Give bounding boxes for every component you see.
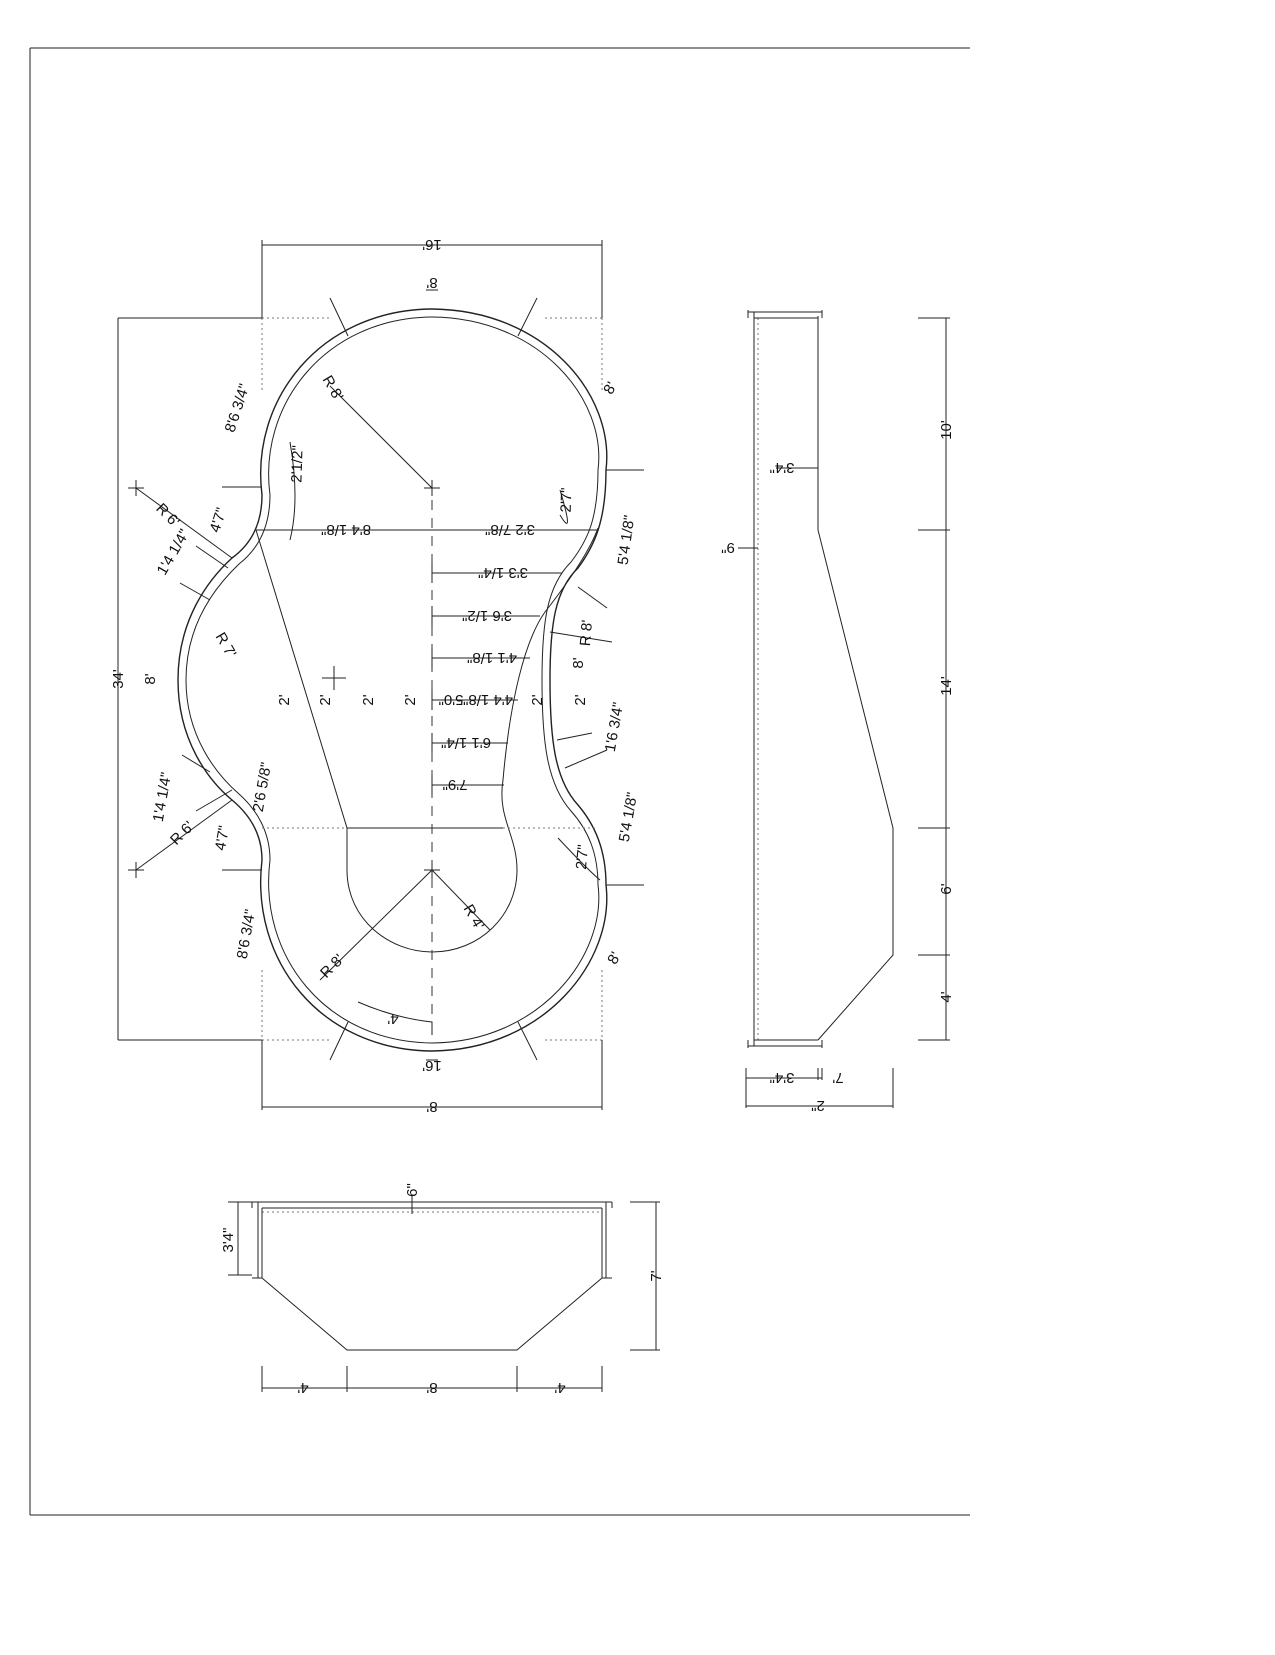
label-arc-5-4-1-8-top: 5'4 1/8": [615, 514, 639, 566]
label-radius-8-bot: R 8': [317, 951, 348, 982]
label-spacing-e: 2': [529, 694, 546, 705]
label-dim-3-2-7-8: 3'2 7/8": [485, 521, 535, 538]
label-end-bot-4-left: 4': [297, 1379, 308, 1396]
label-arc-1-4-1-4-bot: 1'4 1/4": [150, 771, 175, 823]
end-section: 6" 3'4" 7' 4' 8' 4': [220, 1183, 665, 1396]
label-side-bottom-2: 2": [811, 1097, 825, 1114]
label-end-bot-8: 8': [426, 1379, 437, 1396]
label-side-seg-6: 6': [938, 883, 955, 894]
interior-dims: [256, 441, 601, 1035]
end-section-outline: [251, 1201, 613, 1351]
label-bottom-width: 8': [426, 1098, 437, 1115]
label-arc-4-7-bot: 4'7": [212, 824, 233, 851]
label-radius-4: R 4': [460, 902, 488, 933]
label-side-seg-10: 10': [938, 420, 955, 440]
label-spacing-a: 2': [276, 694, 293, 705]
label-radius-top: R 8': [319, 373, 347, 404]
label-arc-2-1-2: 2'1/2": [288, 445, 306, 483]
label-side-bottom-3-4: 3'4": [770, 1069, 795, 1086]
label-top-end: 8': [426, 274, 437, 291]
label-spacing-c: 2': [360, 694, 377, 705]
sheet-border: [29, 47, 970, 1516]
label-dim-4-4-1-8: 4'4 1/8": [463, 691, 513, 708]
label-top-right-8: 8': [600, 379, 620, 397]
side-section: 3'4" 9" 10' 14' 6' 4' 3'4" 7' 2": [721, 310, 955, 1114]
label-dim-6-1-1-4: 6'1 1/4": [441, 734, 491, 751]
label-arc-1-6-3-4: 1'6 3/4": [602, 701, 627, 753]
label-arc-2-6-5-8: 2'6 5/8": [250, 761, 275, 813]
label-side-seg-14: 14': [938, 676, 955, 696]
label-arc-top-left: 8'6 3/4": [222, 382, 254, 435]
plan-view: 16' 8' 8' 34' R 8' 8'6 3/4" 2'1/2" 4'7" …: [110, 236, 644, 1115]
label-angle-4: 4': [387, 1010, 398, 1027]
label-left-mid-8: 8': [142, 673, 159, 684]
label-top-width: 16': [422, 236, 442, 253]
pool-outline-outer: [177, 308, 608, 1052]
label-right-mid-8: 8': [570, 657, 587, 668]
label-end-left-3-4: 3'4": [220, 1228, 237, 1253]
extension-lines: [261, 317, 603, 1041]
panel-joints: [179, 297, 644, 1061]
pool-outline-inner: [185, 316, 600, 1044]
label-spacing-f: 2': [572, 694, 589, 705]
radius-lines: [128, 385, 613, 981]
label-side-depth-3-4: 3'4": [770, 459, 795, 476]
label-arc-2-7-top: 2'7": [558, 487, 576, 512]
label-bottom-right-8: 8': [604, 949, 624, 967]
label-side-wall-9: 9": [721, 539, 735, 556]
label-side-bottom-7: 7': [832, 1069, 843, 1086]
label-radius-6-top: R 6': [152, 500, 183, 531]
label-dim-4-1-1-8: 4'1 1/8": [467, 649, 517, 666]
label-spacing-d: 2': [402, 694, 419, 705]
label-end-top-6: 6": [404, 1183, 421, 1197]
label-side-seg-4: 4': [938, 991, 955, 1002]
label-radius-7: R 7': [212, 630, 240, 661]
label-end-bot-4-right: 4': [554, 1379, 565, 1396]
label-bottom-end: 16': [422, 1057, 442, 1074]
label-dim-8-4-1-8: 8'4 1/8": [321, 521, 371, 538]
label-end-right-7: 7': [648, 1270, 665, 1281]
label-dim-7-9: 7'9": [443, 776, 468, 793]
label-dim-5-0: 5'0": [439, 691, 464, 708]
overall-dims: [117, 240, 603, 1110]
label-arc-4-7-top: 4'7": [207, 506, 231, 535]
label-dim-3-3-1-4: 3'3 1/4": [478, 564, 528, 581]
side-section-outline: [748, 311, 894, 1047]
label-arc-1-4-1-4-top: 1'4 1/4": [154, 526, 194, 578]
label-arc-2-7-bot: 2'7": [573, 844, 592, 870]
label-radius-8-right: R 8': [577, 619, 596, 647]
label-arc-8-6-3-4-bot: 8'6 3/4": [234, 908, 259, 960]
label-overall-length: 34': [110, 669, 127, 689]
deep-end-outline: [255, 527, 599, 953]
label-arc-5-4-1-8-bot: 5'4 1/8": [616, 791, 641, 843]
label-spacing-b: 2': [317, 694, 334, 705]
label-dim-3-6-1-2: 3'6 1/2": [462, 607, 512, 624]
